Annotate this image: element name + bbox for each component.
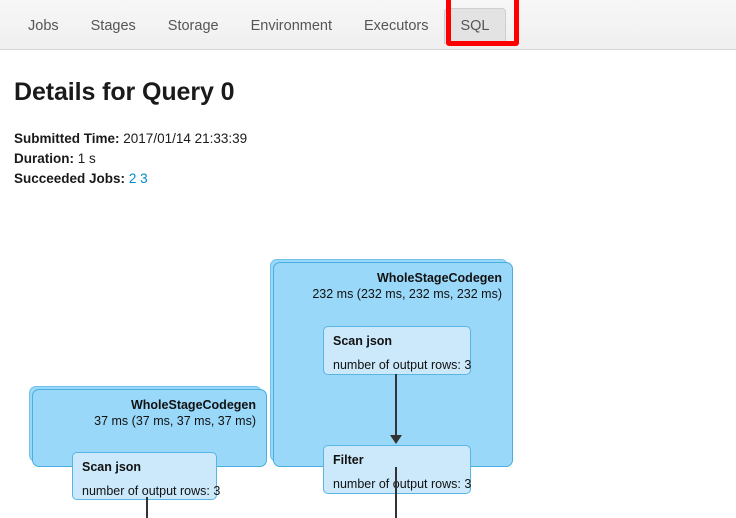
operator-node-filter[interactable]: Filter number of output rows: 3 <box>323 445 471 494</box>
operator-title: Scan json <box>333 334 393 348</box>
dag-edge-cluster-b-downstream <box>146 497 148 518</box>
cluster-name: WholeStageCodegen <box>130 398 256 412</box>
page-title: Details for Query 0 <box>14 78 235 106</box>
cluster-metric: 232 ms (232 ms, 232 ms, 232 ms) <box>312 287 502 301</box>
duration-value: 1 s <box>77 151 96 166</box>
cluster-label: WholeStageCodegen 232 ms (232 ms, 232 ms… <box>312 270 502 302</box>
succeeded-jobs-label: Succeeded Jobs: <box>14 171 126 186</box>
dag-edge-scan-to-filter <box>395 374 397 438</box>
cluster-name: WholeStageCodegen <box>376 271 502 285</box>
dag-edge-cluster-a-stub <box>395 467 397 518</box>
summary-row-duration: Duration: 1 s <box>14 149 247 169</box>
nav-tab-storage[interactable]: Storage <box>167 18 219 34</box>
query-summary: Submitted Time: 2017/01/14 21:33:39 Dura… <box>14 129 247 189</box>
nav-tab-stages[interactable]: Stages <box>90 18 136 34</box>
nav-tab-sql[interactable]: SQL <box>444 8 506 44</box>
nav-tab-executors[interactable]: Executors <box>364 18 429 34</box>
top-navigation-bar: Jobs Stages Storage Environment Executor… <box>0 0 736 50</box>
summary-row-submitted-time: Submitted Time: 2017/01/14 21:33:39 <box>14 129 247 149</box>
duration-label: Duration: <box>14 151 74 166</box>
summary-row-succeeded-jobs: Succeeded Jobs: 2 3 <box>14 169 247 189</box>
operator-metric: number of output rows: 3 <box>333 358 472 372</box>
submitted-time-label: Submitted Time: <box>14 131 120 146</box>
query-execution-dag: WholeStageCodegen 232 ms (232 ms, 232 ms… <box>0 201 736 518</box>
succeeded-job-link-3[interactable]: 3 <box>140 171 148 186</box>
stage-cluster-wholestagecodegen-37ms[interactable]: WholeStageCodegen 37 ms (37 ms, 37 ms, 3… <box>29 386 267 500</box>
operator-title: Filter <box>333 453 364 467</box>
operator-node-scan-json[interactable]: Scan json number of output rows: 3 <box>72 452 221 500</box>
nav-tab-list: Jobs Stages Storage Environment Executor… <box>12 8 506 50</box>
nav-tab-environment[interactable]: Environment <box>250 18 332 34</box>
operator-metric: number of output rows: 3 <box>333 477 472 491</box>
operator-metric: number of output rows: 3 <box>82 484 221 498</box>
succeeded-job-link-2[interactable]: 2 <box>128 171 137 186</box>
nav-tab-jobs[interactable]: Jobs <box>28 18 59 34</box>
dag-arrowhead-scan-to-filter <box>390 435 402 444</box>
cluster-label: WholeStageCodegen 37 ms (37 ms, 37 ms, 3… <box>94 397 256 429</box>
cluster-metric: 37 ms (37 ms, 37 ms, 37 ms) <box>94 414 256 428</box>
operator-node-scan-json[interactable]: Scan json number of output rows: 3 <box>323 326 471 375</box>
submitted-time-value: 2017/01/14 21:33:39 <box>123 131 248 146</box>
operator-title: Scan json <box>82 460 142 474</box>
